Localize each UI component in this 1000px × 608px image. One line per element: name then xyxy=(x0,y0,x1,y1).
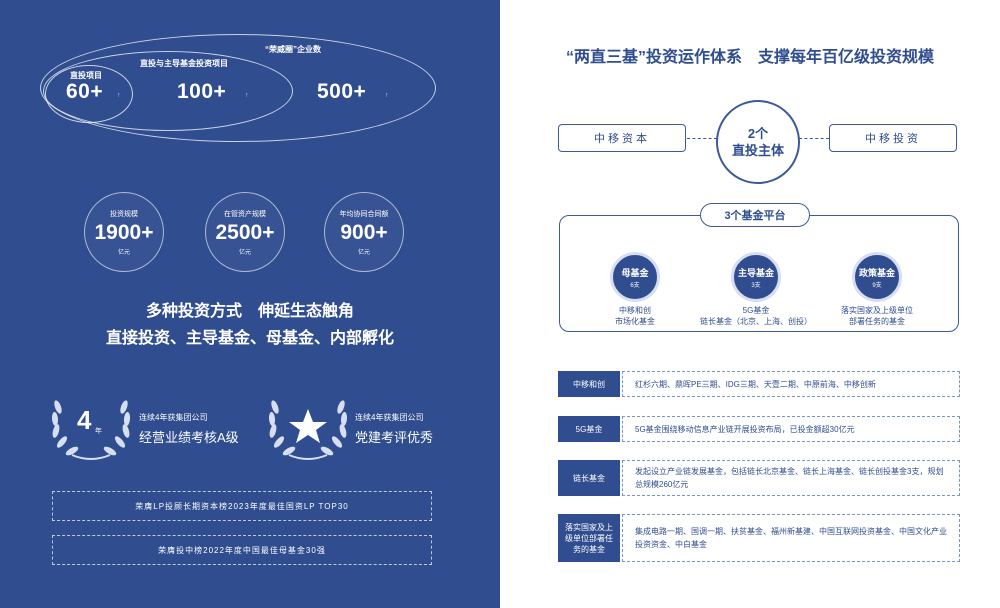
fund-name: 主导基金 xyxy=(737,268,774,278)
row-label-hechuang: 中移和创 xyxy=(558,371,620,397)
left-panel: 直投项目 60+ ↑ 直投与主导基金投资项目 100+ ↑ “荣威圈”企业数 5… xyxy=(0,0,500,608)
fund-count: 3支 xyxy=(751,283,761,289)
award-badge-unit: 年 xyxy=(95,428,102,435)
middle-ellipse xyxy=(43,51,293,131)
tier-label-direct: 直投项目 xyxy=(70,71,102,80)
slogan-line-2: 直接投资、主导基金、母基金、内部孵化 xyxy=(105,330,394,347)
stat-unit: 亿元 xyxy=(117,250,130,256)
right-title: “两直三基”投资运作体系 支撑每年百亿级投资规模 xyxy=(565,49,934,66)
fund-count: 9支 xyxy=(872,283,882,289)
center-count: 2个 xyxy=(747,126,769,141)
fund-desc-line: 落实国家及上级单位 xyxy=(841,306,913,315)
row-content-chain: 发起设立产业链发展基金，包括链长北京基金、链长上海基金、链长创投基金3支，规划总… xyxy=(622,460,960,496)
fund-name: 政策基金 xyxy=(858,268,895,278)
award-small-text: 连续4年获集团公司 xyxy=(355,413,424,422)
star-icon xyxy=(289,409,327,443)
fund-circle-fof: 母基金 6支 xyxy=(610,252,660,302)
fund-desc: 5G基金 链长基金（北京、上海、创投） xyxy=(686,305,826,327)
up-arrow-icon: ↑ xyxy=(117,92,121,99)
fund-count: 6支 xyxy=(630,283,640,289)
tier-label-fund: 直投与主导基金投资项目 xyxy=(140,59,228,68)
row-content-policy: 集成电路一期、国调一期、扶贫基金、福州新基建、中国互联网投资基金、中国文化产业投… xyxy=(622,514,960,562)
fund-desc-line: 部署任务的基金 xyxy=(849,317,905,326)
stat-value: 2500+ xyxy=(215,221,275,244)
slogan-line-1: 多种投资方式 伸延生态触角 xyxy=(145,303,354,320)
up-arrow-icon: ↑ xyxy=(385,92,389,99)
stat-title: 在管资产规模 xyxy=(224,211,266,218)
award-big-text: 党建考评优秀 xyxy=(355,430,434,445)
stat-circle-investment: 投资规模 1900+ 亿元 xyxy=(84,192,164,272)
award-small-text: 连续4年获集团公司 xyxy=(139,413,208,422)
award-badge-number: 4 xyxy=(77,405,92,435)
fund-desc: 落实国家及上级单位 部署任务的基金 xyxy=(822,305,932,327)
fund-desc-line: 中移和创 xyxy=(619,306,651,315)
tier-value-fund: 100+ xyxy=(177,80,227,103)
stat-value: 900+ xyxy=(340,221,388,244)
stat-title: 投资规模 xyxy=(110,211,138,218)
stat-title: 年均协同合同额 xyxy=(339,211,389,218)
laurel-wreath-icon xyxy=(51,400,131,460)
center-label: 直投主体 xyxy=(731,143,784,158)
award-big-text: 经营业绩考核A级 xyxy=(139,430,239,445)
stat-unit: 亿元 xyxy=(357,250,370,256)
laurel-wreath-icon xyxy=(268,400,348,460)
entity-right-box: 中移投资 xyxy=(829,124,957,152)
fund-circle-policy: 政策基金 9支 xyxy=(852,252,902,302)
tier-value-direct: 60+ xyxy=(66,80,104,103)
connector-line xyxy=(687,138,717,139)
up-arrow-icon: ↑ xyxy=(245,92,249,99)
fund-desc: 中移和创 市场化基金 xyxy=(585,305,685,327)
row-label-chain: 链长基金 xyxy=(558,460,620,496)
fund-desc-line: 链长基金（北京、上海、创投） xyxy=(700,317,812,326)
row-label-policy: 落实国家及上级单位部署任务的基金 xyxy=(558,514,620,562)
outer-ellipse xyxy=(40,34,436,142)
stat-circle-aum: 在管资产规模 2500+ 亿元 xyxy=(205,192,285,272)
fund-platform-title: 3个基金平台 xyxy=(700,203,810,227)
tier-value-circle: 500+ xyxy=(317,80,367,103)
inner-ellipse xyxy=(45,65,133,123)
tier-label-circle: “荣威圈”企业数 xyxy=(265,45,321,54)
right-panel: “两直三基”投资运作体系 支撑每年百亿级投资规模 中移资本 中移投资 2个 直投… xyxy=(500,0,1000,608)
honor-box-fof: 荣膺投中榜2022年度中国最佳母基金30强 xyxy=(52,535,432,565)
honor-box-lp: 荣膺LP投顾长期资本榜2023年度最佳国资LP TOP30 xyxy=(52,491,432,521)
fund-circle-lead: 主导基金 3支 xyxy=(731,252,781,302)
stat-unit: 亿元 xyxy=(238,250,251,256)
entity-left-box: 中移资本 xyxy=(558,124,686,152)
row-content-5g: 5G基金围绕移动信息产业链开展投资布局，已投金额超30亿元 xyxy=(622,416,960,442)
stat-circle-synergy: 年均协同合同额 900+ 亿元 xyxy=(324,192,404,272)
stat-value: 1900+ xyxy=(94,221,154,244)
row-content-hechuang: 红杉六期、鼎晖PE三期、IDG三期、天壹二期、中原前海、中移创新 xyxy=(622,371,960,397)
connector-line xyxy=(799,138,829,139)
fund-desc-line: 市场化基金 xyxy=(615,317,655,326)
direct-entity-circle: 2个 直投主体 xyxy=(716,100,800,184)
fund-name: 母基金 xyxy=(621,268,649,278)
fund-desc-line: 5G基金 xyxy=(742,306,770,315)
row-label-5g: 5G基金 xyxy=(558,416,620,442)
